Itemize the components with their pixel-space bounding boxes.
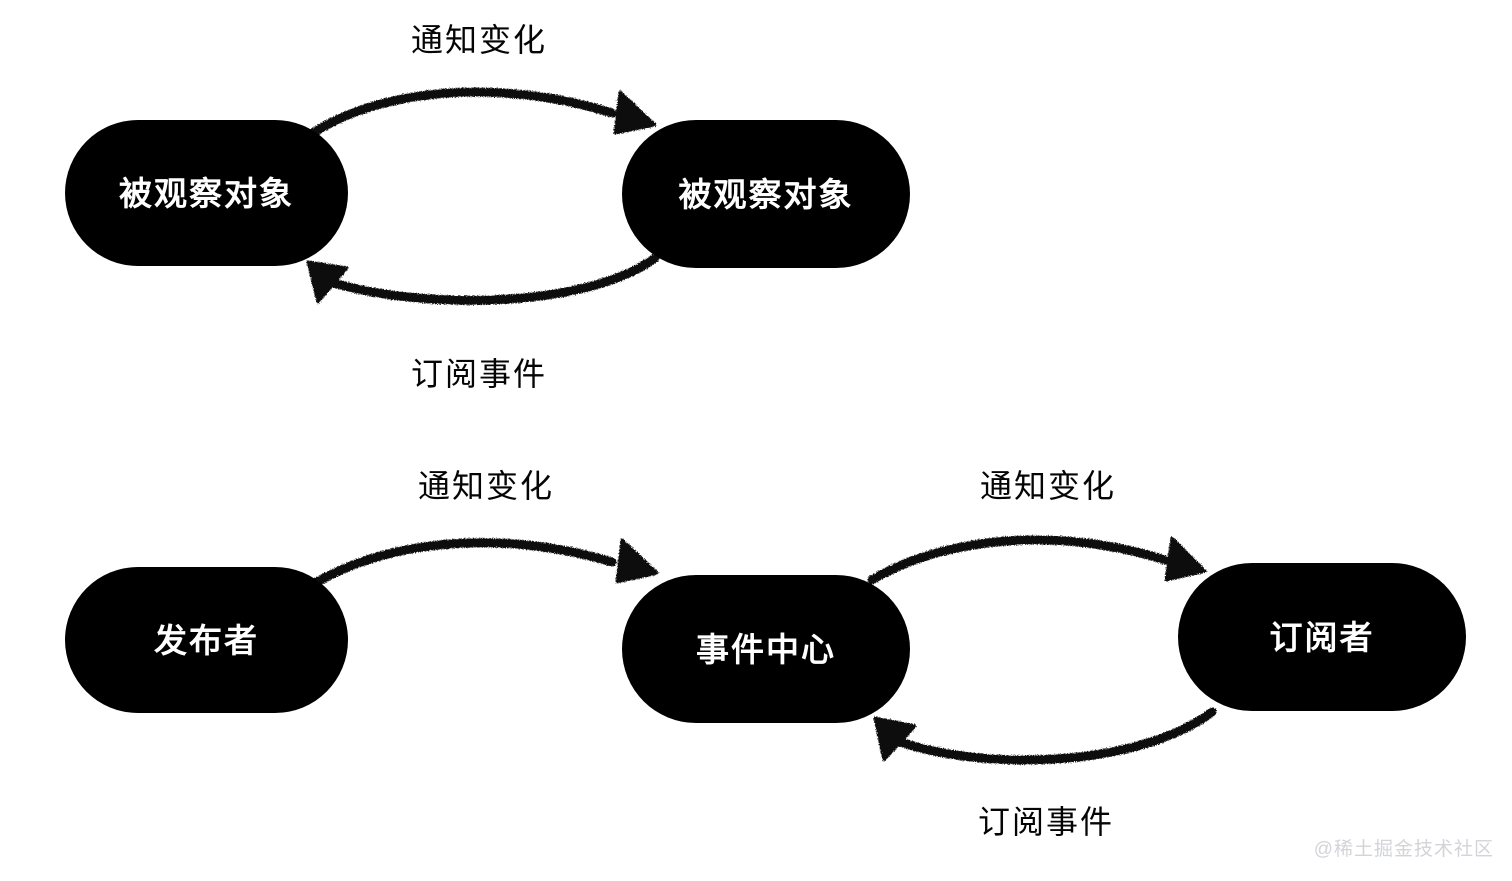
node-label: 发布者 [154,621,259,659]
node-label: 订阅者 [1269,618,1375,656]
arrow-center-to-subscriber [867,535,1207,585]
watermark: @稀土掘金技术社区 [1313,839,1494,860]
arrow-subscriber-to-center [873,707,1217,765]
node-observer-subject-right[interactable]: 被观察对象 [622,120,910,268]
node-event-center[interactable]: 事件中心 [622,575,910,723]
arrow-observer-notify [305,87,657,140]
node-label: 事件中心 [696,630,836,668]
node-label: 被观察对象 [119,174,294,212]
edge-label-center-notify: 通知变化 [980,468,1117,504]
node-label: 被观察对象 [678,175,854,213]
edge-label-subscriber-subscribe: 订阅事件 [978,804,1115,840]
arrow-publisher-to-center [307,538,659,590]
arrow-observer-subscribe [306,253,660,305]
edge-label-publisher-notify: 通知变化 [418,468,555,504]
node-subscriber[interactable]: 订阅者 [1178,563,1466,711]
node-observer-subject-left[interactable]: 被观察对象 [65,120,348,266]
edge-label-observer-notify: 通知变化 [411,22,548,58]
node-publisher[interactable]: 发布者 [65,567,348,713]
edge-label-observer-subscribe: 订阅事件 [411,356,548,392]
